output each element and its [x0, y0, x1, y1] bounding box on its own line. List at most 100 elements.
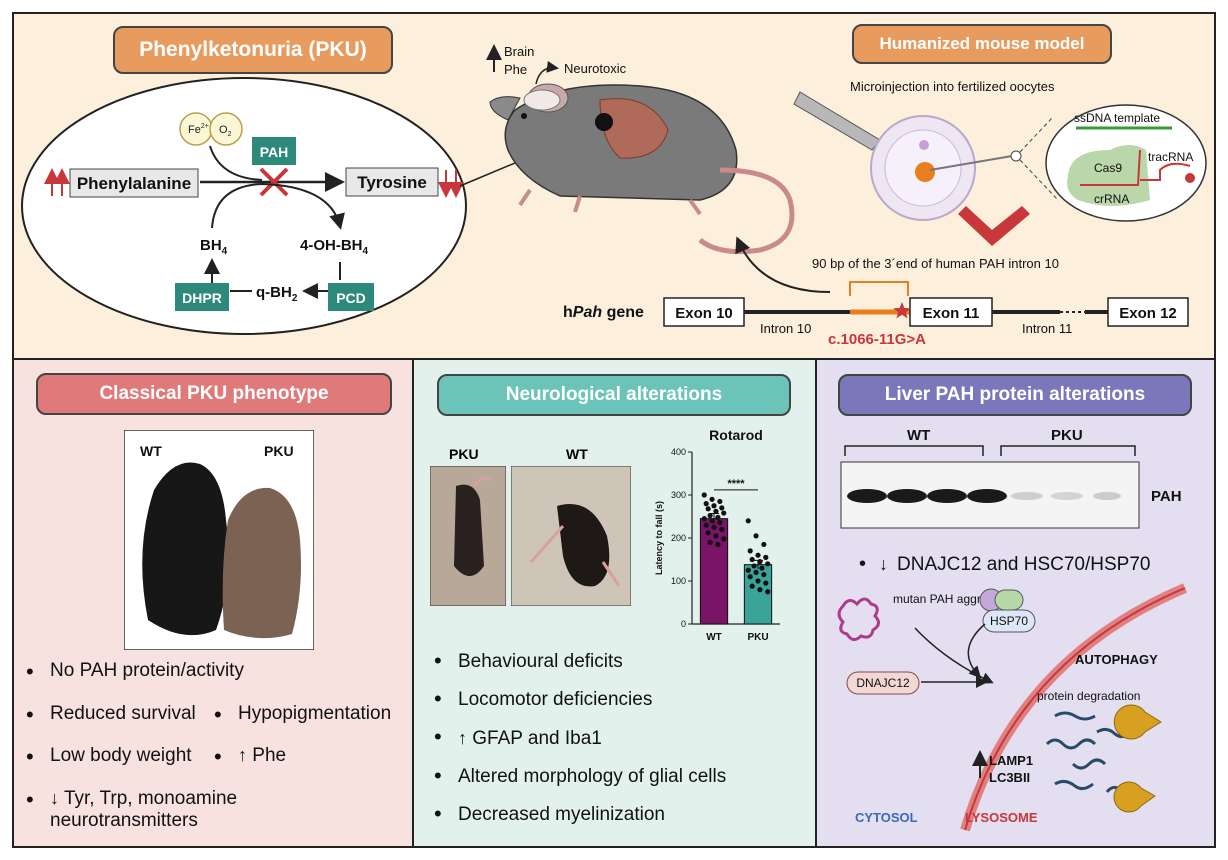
dhpr-box [175, 283, 229, 311]
intron10-label: Intron 10 [760, 321, 811, 336]
liver-title: Liver PAH protein alterations [838, 374, 1192, 416]
data-point [755, 578, 761, 584]
data-point [721, 536, 727, 542]
phe-label: Phe [504, 62, 527, 77]
data-point [707, 539, 713, 545]
dnajc-down-arrow-icon: ↓ [879, 554, 888, 574]
data-point [757, 559, 763, 565]
data-point [751, 563, 757, 569]
data-point [703, 501, 709, 507]
enzyme-pacman-1 [1113, 704, 1162, 740]
intron-bracket [849, 281, 909, 296]
protein-degradation-label: protein degradation [1037, 689, 1140, 703]
up-arrow-icon: ↑ [458, 728, 467, 748]
dnajc-line: DNAJC12 and HSC70/HSP70 [897, 554, 1150, 575]
data-point [753, 569, 759, 575]
classical-photo: WT PKU [124, 430, 314, 650]
data-point [749, 583, 755, 589]
bh4-label: BH4 [200, 237, 228, 257]
y-tick-label: 200 [671, 533, 686, 543]
classical-item-2a: Reduced survival [22, 702, 212, 728]
neuro-wt-label: WT [566, 446, 588, 462]
intron11-label: Intron 11 [1022, 321, 1072, 336]
rna-dot [1185, 173, 1195, 183]
gene-label: hPah gene [563, 304, 644, 321]
hsp70-tail [994, 589, 1024, 611]
neuro-photo-pku [430, 466, 506, 606]
phenylalanine-box [69, 168, 199, 198]
exon10-box [663, 297, 745, 327]
data-point [701, 492, 707, 498]
humanized-title: Humanized mouse model [852, 24, 1112, 64]
zoom-line-1 [1019, 117, 1053, 153]
data-point [709, 518, 715, 524]
wt-band-3 [927, 489, 967, 503]
wt-band-4 [967, 489, 1007, 503]
dnajc12-box [846, 671, 920, 695]
classical-list-4: Low body weight [22, 744, 212, 770]
tracrna-label: tracRNA [1148, 150, 1193, 164]
pku-band-3 [1093, 492, 1121, 500]
qbh2-label: q-BH2 [256, 284, 298, 304]
data-point [717, 498, 723, 505]
neuro-list: Behavioural deficits Locomotor deficienc… [430, 642, 810, 834]
lc3bii-label: LC3BII [989, 770, 1030, 785]
data-point [719, 505, 725, 511]
data-point [711, 524, 717, 530]
cas9-blob [1067, 145, 1150, 206]
oh-bh4-label: 4-OH-BH4 [300, 237, 369, 257]
intron-note: 90 bp of the 3´end of human PAH intron 1… [812, 256, 1059, 271]
pku-band-2 [1051, 492, 1083, 500]
classical-list-2: Reduced survival [22, 702, 212, 728]
neuro-item-3: ↑ GFAP and Iba1 [430, 718, 810, 758]
pah-enzyme-label: PAH [260, 144, 289, 160]
y-tick-label: 100 [671, 576, 686, 586]
aggregate-icon [837, 597, 880, 641]
data-point [765, 561, 771, 567]
classical-item-2b: Hypopigmentation [210, 702, 410, 728]
y-tick-label: 0 [681, 619, 686, 629]
ssdna-label: ssDNA template [1074, 111, 1160, 125]
data-point [713, 533, 719, 539]
exon10-label: Exon 10 [675, 305, 733, 322]
top-diagram: Fe2+ O2 PAH Phenylalanine Tyrosine BH4 4… [21, 44, 1207, 348]
classical-list-5: ↑ Phe [210, 744, 410, 770]
data-point [757, 587, 763, 593]
data-point [745, 567, 751, 573]
dnajc12-label: DNAJC12 [856, 676, 910, 690]
data-point [747, 548, 753, 554]
data-point [763, 580, 769, 586]
aggregate-arrow [914, 627, 994, 684]
data-point [713, 508, 719, 514]
data-point [701, 516, 707, 522]
up-arrow-icon: ↑ [238, 745, 247, 765]
significance-label: **** [727, 478, 745, 490]
blot-pku-label: PKU [1051, 427, 1083, 444]
hsp70-arrow [967, 623, 986, 679]
data-point [747, 574, 753, 580]
pcd-box [328, 283, 374, 311]
chart-title: Rotarod [709, 427, 763, 443]
y-tick-label: 300 [671, 490, 686, 500]
data-point [715, 541, 721, 548]
hsp70-box [982, 609, 1036, 633]
pathway-ellipse [21, 77, 467, 335]
neuro-title: Neurological alterations [437, 374, 791, 416]
classical-title: Classical PKU phenotype [36, 373, 392, 415]
phenylalanine-label: Phenylalanine [77, 174, 191, 193]
classical-item-4: ↓ Tyr, Trp, monoamine neurotransmitters [22, 787, 382, 832]
tyrosine-label: Tyrosine [357, 173, 427, 192]
wt-band-2 [887, 489, 927, 503]
classical-list-1: No PAH protein/activity [22, 659, 412, 685]
y-tick-label: 400 [671, 447, 686, 457]
cas9-label: Cas9 [1094, 161, 1122, 175]
x-tick-label: PKU [747, 632, 768, 643]
down-chevron [958, 206, 1030, 246]
data-point [705, 530, 711, 536]
classical-list-6: ↓ Tyr, Trp, monoamine neurotransmitters [22, 787, 382, 832]
oocyte-illustration [793, 91, 1022, 221]
data-point [755, 552, 761, 558]
neuro-item-1: Behavioural deficits [430, 642, 810, 681]
degraded-proteins [1045, 711, 1133, 793]
